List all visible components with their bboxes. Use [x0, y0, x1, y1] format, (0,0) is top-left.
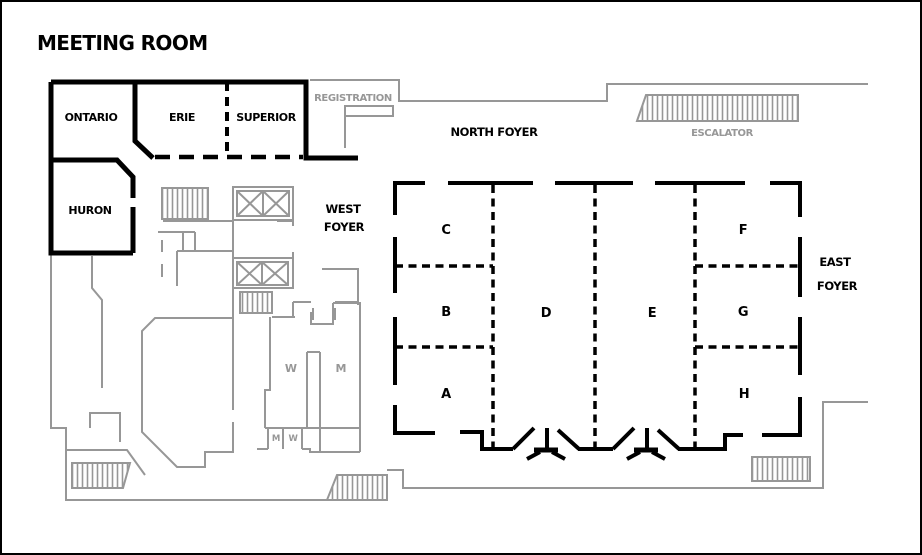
service-core-lines — [67, 220, 294, 476]
escalator-bottom-left-icon — [71, 462, 132, 489]
north-boundary-line — [310, 79, 868, 102]
room-label-ontario: ONTARIO — [65, 111, 118, 124]
registration-label: REGISTRATION — [314, 93, 392, 104]
stairs-icon-core-upper — [161, 187, 209, 220]
page-title: MEETING ROOM — [37, 31, 208, 55]
west-foyer-label-line2: FOYER — [324, 220, 365, 234]
stairs-icon-core-lower — [239, 291, 273, 314]
stairs-icon-bottom-center — [325, 474, 388, 501]
elevator-icon-lower — [232, 257, 294, 289]
restroom-men-small-label: M — [272, 434, 280, 444]
double-door-icon-left — [511, 426, 581, 461]
stairs-icon-bottom-right — [751, 456, 811, 482]
south-boundary-line — [387, 401, 868, 489]
room-label-huron: HURON — [68, 204, 111, 217]
ballroom-partitions — [395, 185, 800, 447]
restroom-women-label: W — [285, 362, 297, 375]
north-foyer-label: NORTH FOYER — [450, 125, 538, 139]
ballroom-walls — [393, 181, 802, 451]
restroom-women-small-label: W — [288, 434, 298, 444]
double-door-icon-right — [611, 426, 681, 461]
escalator-top-icon — [635, 94, 799, 122]
transport-icons — [71, 94, 811, 501]
section-label-h: H — [739, 387, 749, 402]
room-label-superior: SUPERIOR — [236, 111, 297, 124]
restroom-men-label: M — [336, 362, 347, 375]
meeting-room-block-walls — [48, 79, 358, 256]
section-label-f: F — [739, 223, 747, 238]
escalator-label: ESCALATOR — [691, 128, 754, 139]
section-label-e: E — [648, 306, 656, 321]
section-label-g: G — [738, 305, 748, 320]
elevator-icon-upper — [232, 186, 294, 221]
section-label-a: A — [441, 387, 451, 402]
west-foyer-alcove-lines — [292, 252, 359, 320]
west-boundary-line — [50, 253, 387, 501]
section-label-c: C — [441, 223, 450, 238]
registration-desk-icon — [344, 105, 394, 148]
service-area-lines — [50, 79, 868, 501]
east-foyer-label-line2: FOYER — [817, 279, 858, 293]
west-foyer-label-line1: WEST — [325, 202, 361, 216]
section-label-b: B — [441, 305, 451, 320]
room-label-erie: ERIE — [169, 111, 195, 124]
east-foyer-label-line1: EAST — [819, 255, 851, 269]
restroom-walls — [257, 302, 361, 453]
section-label-d: D — [541, 306, 552, 321]
